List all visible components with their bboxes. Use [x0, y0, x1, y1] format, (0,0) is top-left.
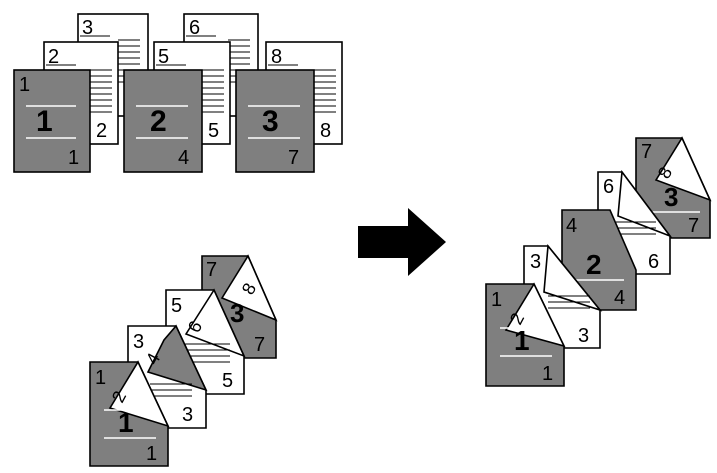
page-big-number: 3 [664, 182, 678, 212]
page-number: 6 [189, 17, 200, 39]
page-number: 8 [320, 120, 331, 142]
page-number: 6 [603, 176, 614, 198]
page-number: 4 [614, 287, 625, 309]
page-number: 3 [182, 404, 193, 426]
folded-flap [184, 288, 246, 358]
page-number: 7 [254, 334, 265, 356]
page-number: 5 [208, 120, 219, 142]
page-number: 4 [178, 147, 189, 169]
page-number: 1 [491, 289, 502, 311]
page-big-number: 1 [36, 105, 53, 138]
page-big-number: 1 [118, 407, 134, 438]
page-number: 3 [578, 325, 589, 347]
page-number: 4 [566, 215, 577, 237]
page-number: 3 [82, 17, 93, 39]
page-front [235, 69, 315, 173]
folded-flap [504, 282, 566, 348]
page-number: 7 [206, 259, 217, 281]
page-number: 1 [146, 443, 157, 465]
folded-flap [654, 136, 712, 202]
page-big-number: 1 [514, 325, 530, 356]
page-number: 1 [19, 74, 30, 96]
page-number: 3 [133, 331, 144, 353]
page-front [13, 69, 91, 173]
arrow-right-icon [358, 208, 446, 276]
page-big-number: 3 [230, 298, 244, 328]
right-booklet: 7 8 3 7 6 5 6 4 2 4 3 3 1 2 1 [485, 136, 712, 387]
page-number: 2 [48, 46, 59, 68]
page-big-number: 2 [150, 105, 167, 138]
page-number: 8 [271, 46, 282, 68]
page-number: 7 [288, 147, 299, 169]
page-number: 2 [96, 120, 107, 142]
page-number: 3 [530, 251, 541, 273]
page-front [123, 69, 203, 173]
folded-flap [617, 169, 673, 238]
page-number: 6 [648, 251, 659, 273]
folded-flap [220, 254, 278, 322]
page-number: 1 [542, 363, 553, 385]
page-number: 7 [641, 141, 652, 163]
page-number: 5 [222, 370, 233, 392]
page-number: 5 [171, 295, 182, 317]
page-number: 5 [158, 46, 169, 68]
page-big-number: 3 [262, 105, 279, 138]
page-big-number: 2 [586, 249, 602, 280]
left-booklet: 7 8 3 7 5 6 5 3 4 3 1 2 1 1 [89, 254, 278, 467]
folded-flap [543, 243, 603, 312]
page-number: 1 [68, 147, 79, 169]
top-stack-c: 8 8 3 7 [235, 41, 343, 173]
page-number: 1 [95, 367, 106, 389]
page-number: 7 [688, 215, 699, 237]
text-lines [88, 69, 112, 113]
